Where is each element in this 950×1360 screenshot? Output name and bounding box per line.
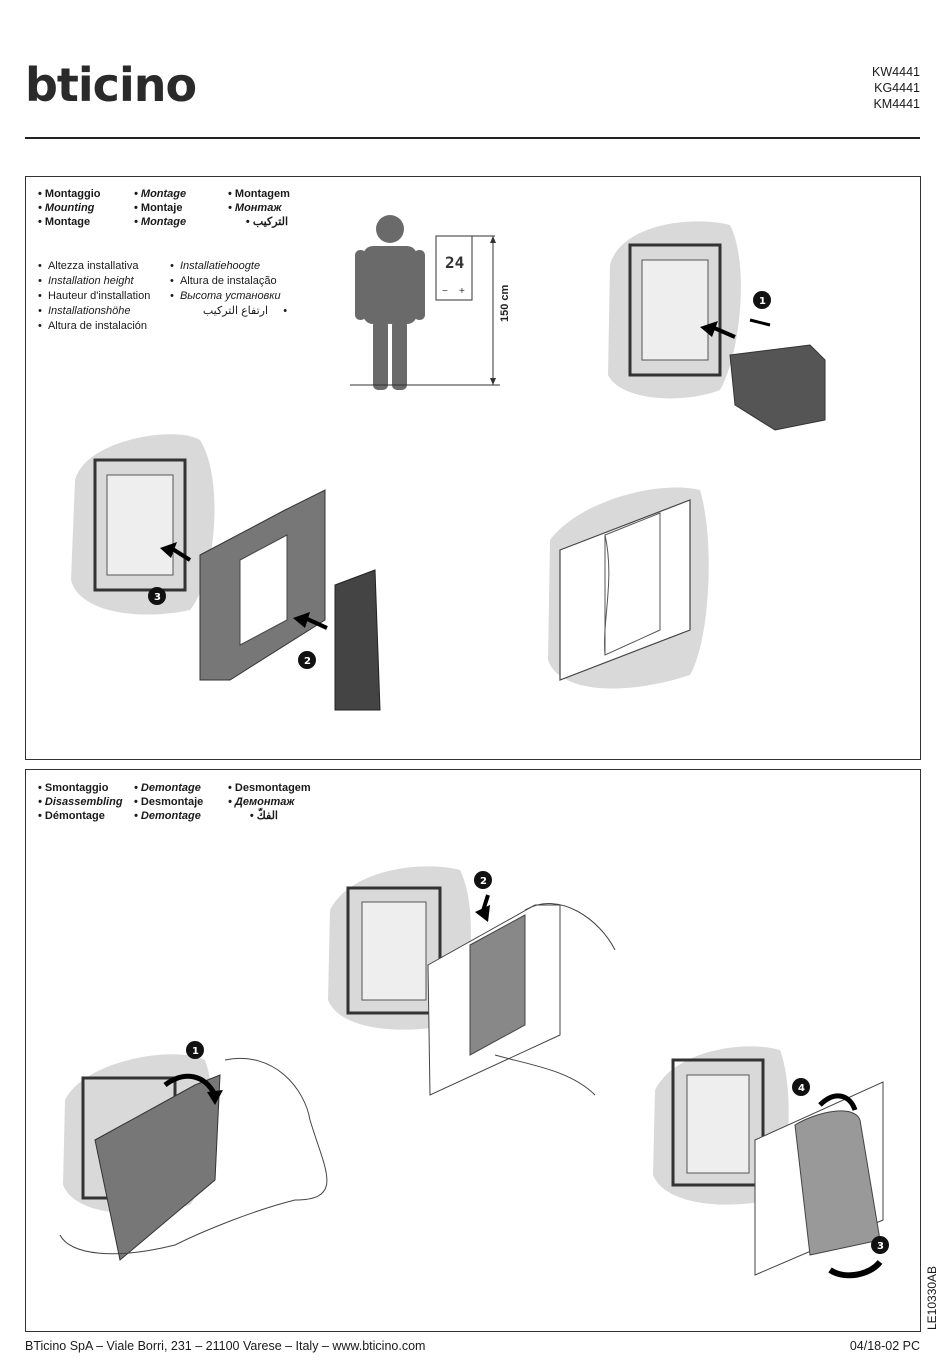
height-value: 150 cm	[499, 284, 511, 322]
dismounting-panel	[25, 769, 921, 1332]
code-kg: KG4441	[874, 81, 920, 95]
thermostat-outline	[435, 235, 473, 301]
mount-label-ar: • التركيب	[245, 216, 288, 228]
support-frame-5	[671, 1058, 765, 1187]
hand-outline	[524, 903, 616, 951]
svg-text:2: 2	[304, 656, 311, 667]
step-badge-d3	[871, 1236, 889, 1254]
mounted-device-illustration	[548, 487, 709, 689]
installation-height-diagram: 24 − + 150 cm	[350, 215, 511, 390]
mount-step-1-illustration: 1	[608, 221, 826, 431]
support-frame	[628, 243, 722, 377]
code-km: KM4441	[873, 97, 920, 111]
dismount-label-fr: • Démontage	[38, 810, 105, 822]
dismount-label-ru: • Демонтаж	[228, 796, 295, 808]
mount-label-pt: • Montagem	[228, 188, 290, 200]
brand-logo: bticino	[25, 58, 197, 112]
hand-outline-2	[59, 1058, 328, 1255]
cover-removing	[794, 1110, 881, 1256]
support-frame-2	[93, 458, 187, 592]
thermostat-display-reading: 24	[445, 253, 464, 272]
dismount-step-3-4-illustration: 4 3	[653, 1046, 889, 1279]
step-badge-3	[148, 587, 166, 605]
height-label-pt: • Altura de instalação	[170, 275, 277, 287]
plus-symbol: +	[459, 286, 465, 297]
height-label-en: • Installation height	[38, 275, 134, 287]
rotate-arrow-icon	[818, 1093, 858, 1111]
step-badge-d2	[474, 871, 492, 889]
front-cover	[334, 569, 381, 711]
mounting-panel	[25, 176, 921, 760]
height-label-it: • Altezza installativa	[38, 260, 139, 272]
svg-text:4: 4	[798, 1083, 805, 1094]
step-badge-1	[753, 291, 771, 309]
company-address: BTicino SpA – Viale Borri, 231 – 21100 V…	[25, 1339, 426, 1353]
revision-date: 04/18-02 PC	[849, 1339, 920, 1353]
height-label-ar: ارتفاع التركيب •	[202, 305, 288, 317]
height-label-fr: • Hauteur d'installation	[38, 290, 151, 302]
tilted-cover	[94, 1074, 221, 1261]
step-badge-d4	[792, 1078, 810, 1096]
dismount-label-en: • Disassembling	[38, 796, 123, 808]
svg-text:3: 3	[154, 592, 161, 603]
svg-text:1: 1	[192, 1046, 199, 1057]
mount-label-nl: • Montage	[134, 216, 187, 228]
mount-label-ru: • Монтаж	[228, 202, 282, 214]
dismount-label-it: • Smontaggio	[38, 782, 109, 794]
insert-arrow-icon-2	[160, 542, 177, 558]
person-silhouette	[355, 215, 425, 390]
mount-step-2-3-illustration: 2 3	[71, 434, 381, 711]
svg-text:2: 2	[480, 876, 487, 887]
dismount-label-nl: • Demontage	[134, 810, 201, 822]
code-kw: KW4441	[872, 65, 920, 79]
dismount-step-1-illustration: 1	[59, 1041, 328, 1261]
insert-arrow-icon	[700, 321, 718, 337]
step-badge-d1	[186, 1041, 204, 1059]
dismount-label-pt: • Desmontagem	[228, 782, 311, 794]
mount-label-it: • Montaggio	[38, 188, 101, 200]
document-code: LE10330AB	[925, 1265, 939, 1330]
product-codes: KW4441 KG4441 KM4441	[872, 64, 920, 112]
minus-symbol: −	[442, 286, 448, 297]
svg-text:1: 1	[759, 296, 766, 307]
dismount-label-es: • Desmontaje	[134, 796, 204, 808]
support-frame-3	[346, 886, 442, 1015]
swing-arrow-icon	[828, 1259, 883, 1279]
header-rule	[25, 137, 920, 139]
thermostat-module	[729, 344, 826, 431]
mount-label-en: • Mounting	[38, 202, 95, 214]
svg-text:3: 3	[877, 1241, 884, 1252]
step-badge-2	[298, 651, 316, 669]
height-label-es: • Altura de instalación	[38, 320, 148, 332]
insert-arrow-icon-3	[293, 612, 310, 628]
dismount-label-ar: • الفكّ	[249, 810, 278, 822]
height-label-nl: • Installatiehoogte	[170, 260, 261, 272]
dismount-label-de: • Demontage	[134, 782, 201, 794]
mount-label-de: • Montage	[134, 188, 187, 200]
mount-label-es: • Montaje	[134, 202, 183, 214]
dismount-step-2-illustration: 2	[328, 866, 616, 1096]
mount-label-fr: • Montage	[38, 216, 91, 228]
height-label-de: • Installationshöhe	[38, 305, 131, 317]
height-label-ru: • Высота установки	[170, 290, 281, 302]
pull-arrow-icon	[163, 1073, 218, 1097]
